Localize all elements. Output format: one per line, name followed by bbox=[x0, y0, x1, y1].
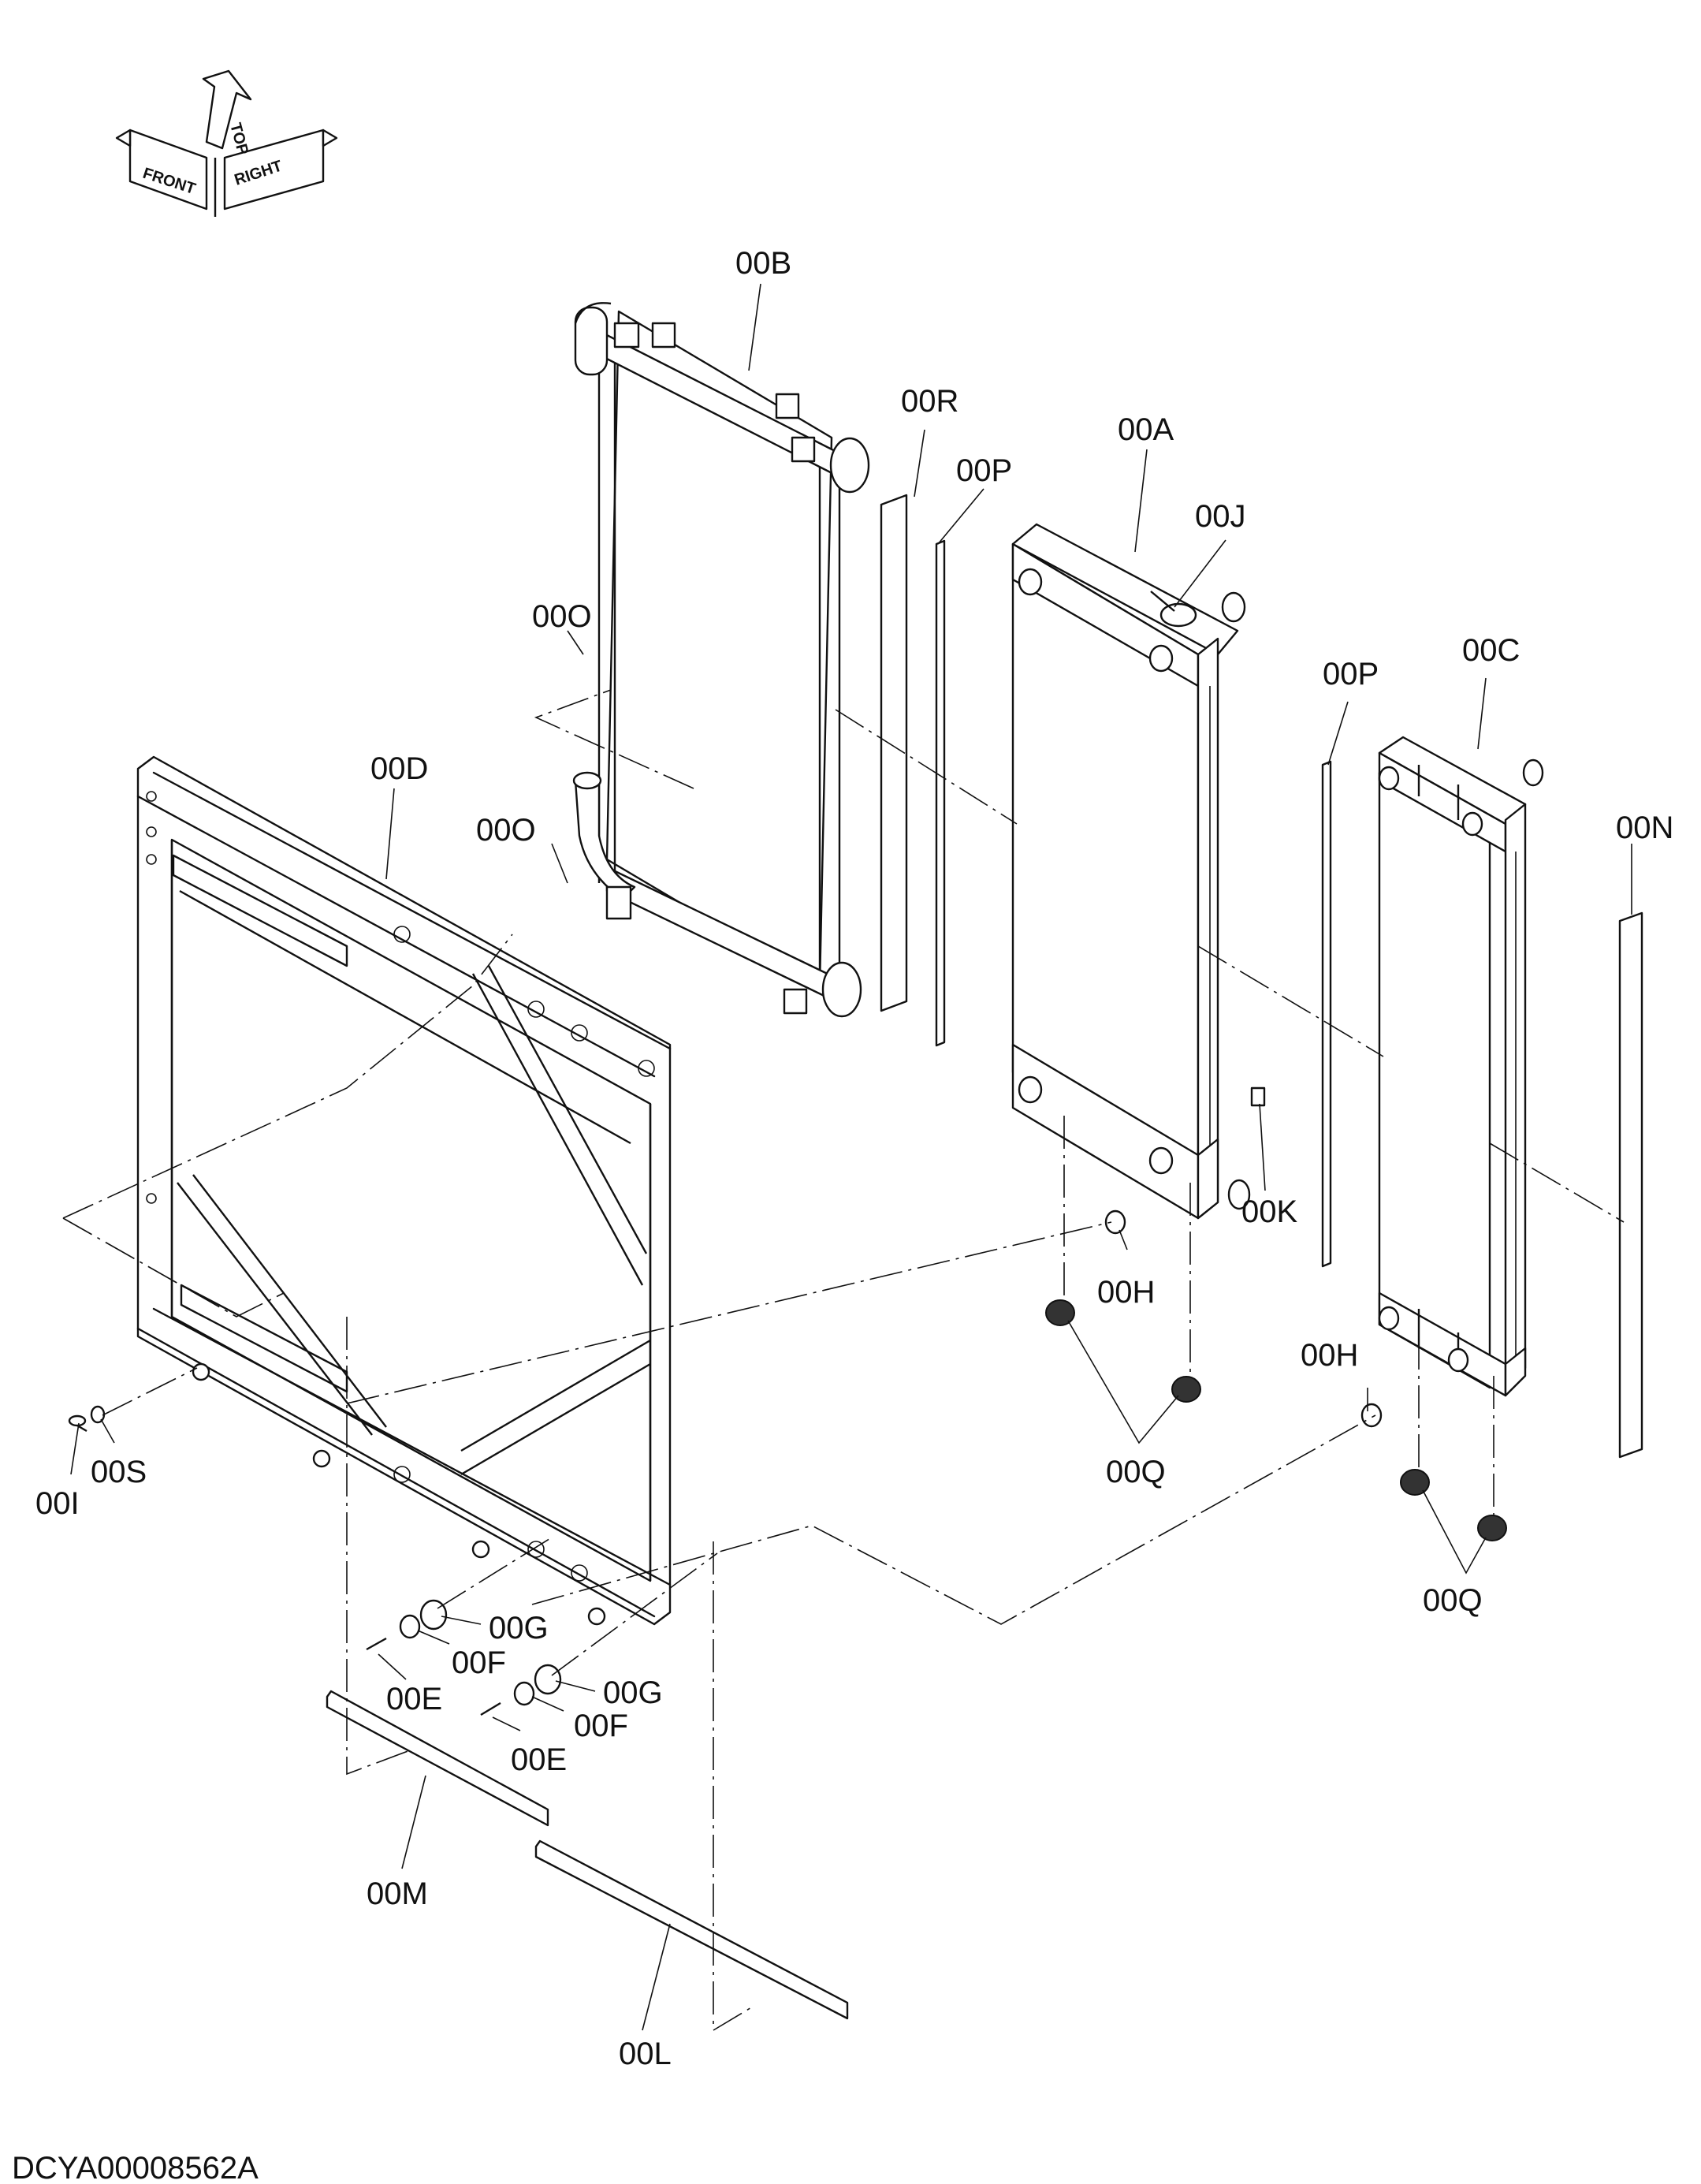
callout-00K: 00K bbox=[1241, 1194, 1297, 1229]
callout-00E-left: 00E bbox=[386, 1682, 442, 1716]
leader-lines bbox=[70, 283, 1632, 2031]
callout-00L: 00L bbox=[619, 2037, 672, 2071]
drawing-code: DCYA00008562A bbox=[12, 2151, 259, 2184]
callout-00D: 00D bbox=[370, 751, 428, 786]
hardware bbox=[68, 1209, 1507, 1716]
callout-00H-right: 00H bbox=[1301, 1338, 1358, 1373]
callout-00S: 00S bbox=[91, 1455, 147, 1489]
callout-00P-right: 00P bbox=[1323, 657, 1379, 691]
callout-00O-upper: 00O bbox=[532, 599, 592, 634]
callout-00G-right: 00G bbox=[603, 1675, 663, 1710]
seal-00P-left bbox=[935, 539, 946, 1047]
callout-00F-right: 00F bbox=[574, 1709, 628, 1743]
seal-00R bbox=[880, 494, 908, 1012]
orientation-symbol: FRONT RIGHT TOP bbox=[115, 69, 338, 217]
orientation-top-label: TOP bbox=[226, 121, 251, 157]
callout-00B: 00B bbox=[735, 246, 791, 281]
frame-00D bbox=[136, 755, 672, 1626]
callout-00N: 00N bbox=[1616, 811, 1673, 845]
callout-labels: 00B 00R 00P 00A 00J 00O 00P 00C 00D 00O … bbox=[35, 246, 1673, 2071]
seal-00N bbox=[1618, 911, 1643, 1459]
seal-00P-right bbox=[1321, 760, 1332, 1268]
intercooler-00C bbox=[1378, 736, 1544, 1397]
callout-00Q-right: 00Q bbox=[1423, 1583, 1483, 1618]
callout-00J: 00J bbox=[1195, 499, 1246, 534]
seal-00L bbox=[534, 1839, 849, 2020]
callout-00P-left: 00P bbox=[956, 453, 1012, 488]
assembly-lines bbox=[62, 689, 1625, 2032]
callout-00I: 00I bbox=[35, 1486, 80, 1521]
callout-00C: 00C bbox=[1462, 633, 1520, 668]
callout-00E-right: 00E bbox=[511, 1742, 567, 1777]
seal-00M bbox=[326, 1690, 549, 1827]
callout-00O-lower: 00O bbox=[476, 813, 536, 848]
callout-00G-left: 00G bbox=[489, 1611, 549, 1645]
radiator-00A bbox=[1011, 523, 1266, 1220]
callout-00R: 00R bbox=[901, 384, 958, 419]
callout-00M: 00M bbox=[367, 1877, 428, 1911]
callout-00H-left: 00H bbox=[1097, 1275, 1155, 1310]
callout-00Q-left: 00Q bbox=[1106, 1455, 1166, 1489]
oil-cooler-00B bbox=[572, 302, 870, 1018]
callout-00A: 00A bbox=[1118, 412, 1174, 447]
callout-00F-left: 00F bbox=[452, 1645, 506, 1680]
